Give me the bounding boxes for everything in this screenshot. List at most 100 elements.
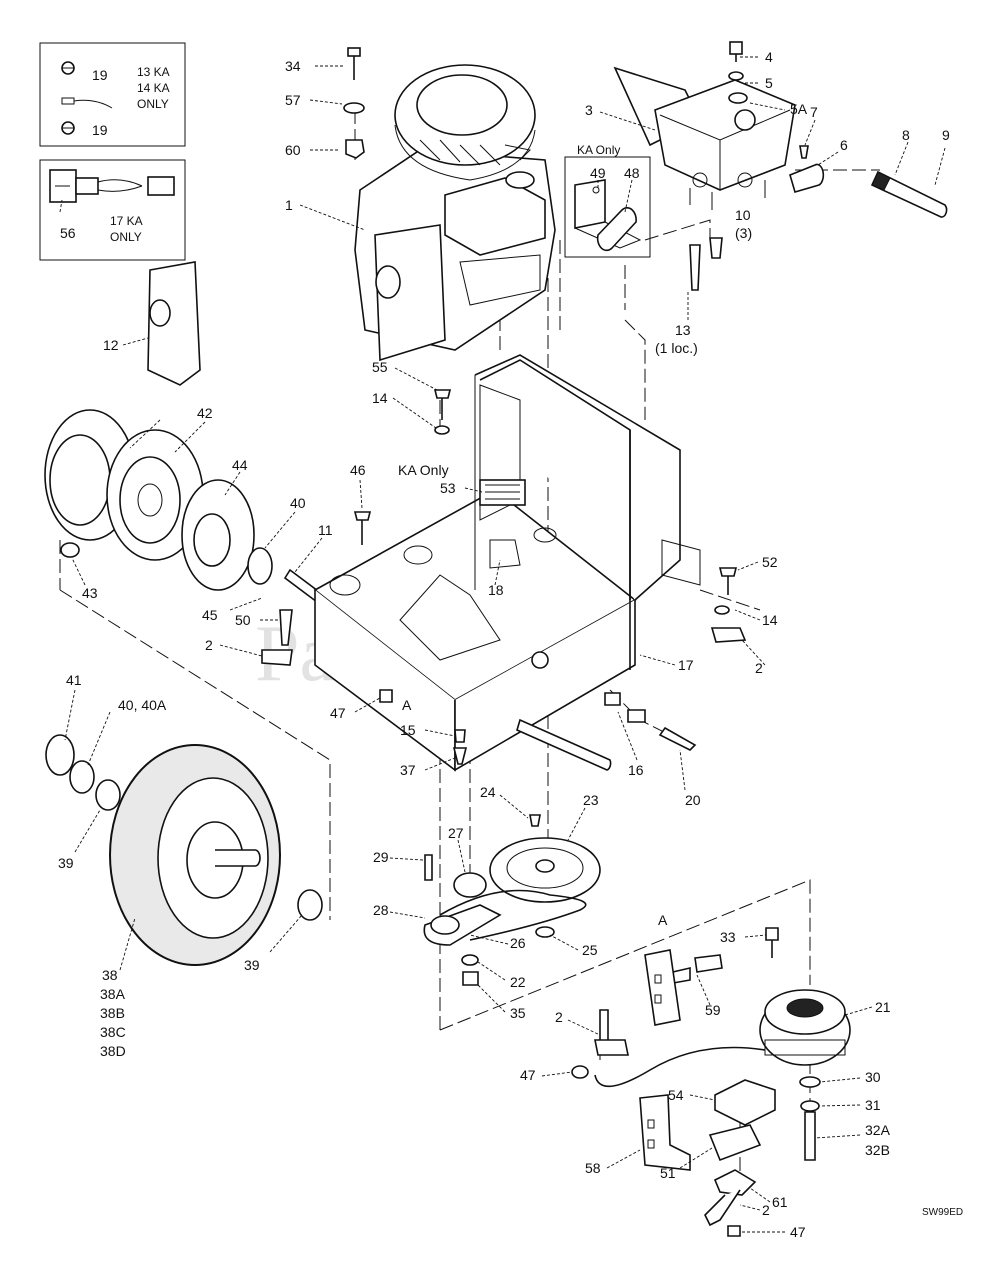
drive-shaft bbox=[870, 170, 948, 218]
belt bbox=[439, 889, 587, 941]
callout-48: 48 bbox=[624, 165, 640, 181]
inset-connector-box: 17 KA ONLY bbox=[39, 159, 186, 261]
callout-7: 7 bbox=[810, 104, 818, 120]
callout-2a: 2 bbox=[205, 637, 213, 653]
inset-wire-line3: ONLY bbox=[137, 97, 169, 111]
callout-17: 17 bbox=[678, 657, 694, 673]
callout-2b: 2 bbox=[755, 660, 763, 676]
callout-19a: 19 bbox=[92, 67, 108, 83]
callout-6: 6 bbox=[840, 137, 848, 153]
callout-25: 25 bbox=[582, 942, 598, 958]
callout-5a: 5A bbox=[790, 101, 808, 117]
transmission bbox=[613, 66, 796, 210]
callout-14b: 14 bbox=[762, 612, 778, 628]
inset-wire-line2: 14 KA bbox=[137, 81, 170, 95]
callout-59: 59 bbox=[705, 1002, 721, 1018]
callout-40-40a: 40, 40A bbox=[118, 697, 167, 713]
clutch bbox=[594, 927, 851, 1161]
callout-10: 10 bbox=[735, 207, 751, 223]
callout-46: 46 bbox=[350, 462, 366, 478]
callout-61: 61 bbox=[772, 1194, 788, 1210]
callout-34: 34 bbox=[285, 58, 301, 74]
callout-13-loc: (1 loc.) bbox=[655, 340, 698, 356]
callout-11: 11 bbox=[318, 522, 333, 538]
callout-53: 53 bbox=[440, 480, 456, 496]
engine bbox=[354, 64, 556, 362]
callout-41: 41 bbox=[66, 672, 82, 688]
callout-18: 18 bbox=[488, 582, 504, 598]
wheel bbox=[45, 734, 323, 966]
drive-pulley bbox=[489, 837, 601, 903]
pulley-sleeve bbox=[789, 163, 825, 193]
callout-57: 57 bbox=[285, 92, 301, 108]
callout-27: 27 bbox=[448, 825, 464, 841]
inset-connector-line1: 17 KA bbox=[110, 214, 143, 228]
inset-ka-only-box: KA Only bbox=[564, 143, 651, 258]
top-hardware bbox=[343, 41, 809, 291]
callout-10-qty: (3) bbox=[735, 225, 752, 241]
inset-wire-box: 13 KA 14 KA ONLY bbox=[39, 42, 186, 147]
callout-39a: 39 bbox=[58, 855, 74, 871]
callout-1: 1 bbox=[285, 197, 293, 213]
callout-40: 40 bbox=[290, 495, 306, 511]
callout-a1: A bbox=[402, 697, 412, 713]
callout-50: 50 bbox=[235, 612, 251, 628]
inset-connector-line2: ONLY bbox=[110, 230, 142, 244]
callout-24: 24 bbox=[480, 784, 496, 800]
callout-49: 49 bbox=[590, 165, 606, 181]
callout-4: 4 bbox=[765, 49, 773, 65]
callout-38d: 38D bbox=[100, 1043, 126, 1059]
leader-lines bbox=[59, 56, 946, 1233]
callout-26: 26 bbox=[510, 935, 526, 951]
inset-wire-line1: 13 KA bbox=[137, 65, 170, 79]
frame-hardware bbox=[261, 389, 747, 765]
callout-2c: 2 bbox=[555, 1009, 563, 1025]
callout-12: 12 bbox=[103, 337, 119, 353]
callout-29: 29 bbox=[373, 849, 389, 865]
callout-38b: 38B bbox=[100, 1005, 125, 1021]
callout-a2: A bbox=[658, 912, 668, 928]
callout-31: 31 bbox=[865, 1097, 881, 1113]
drawing-code: SW99ED bbox=[922, 1207, 963, 1218]
pulley-group bbox=[44, 409, 332, 610]
callout-20: 20 bbox=[685, 792, 701, 808]
callout-30: 30 bbox=[865, 1069, 881, 1085]
callout-39b: 39 bbox=[244, 957, 260, 973]
cover-12 bbox=[147, 261, 201, 386]
callout-38c: 38C bbox=[100, 1024, 126, 1040]
callout-37: 37 bbox=[400, 762, 416, 778]
callout-58: 58 bbox=[585, 1160, 601, 1176]
callout-23: 23 bbox=[583, 792, 599, 808]
callout-28: 28 bbox=[373, 902, 389, 918]
callout-38: 38 bbox=[102, 967, 118, 983]
callout-15: 15 bbox=[400, 722, 416, 738]
callout-47c: 47 bbox=[790, 1224, 806, 1240]
callout-16: 16 bbox=[628, 762, 644, 778]
callout-5: 5 bbox=[765, 75, 773, 91]
callout-2d: 2 bbox=[762, 1202, 770, 1218]
callout-21: 21 bbox=[875, 999, 891, 1015]
callout-33: 33 bbox=[720, 929, 736, 945]
callout-13: 13 bbox=[675, 322, 691, 338]
callout-45: 45 bbox=[202, 607, 218, 623]
callout-43: 43 bbox=[82, 585, 98, 601]
callout-56: 56 bbox=[60, 225, 76, 241]
callout-38a: 38A bbox=[100, 986, 126, 1002]
callout-51: 51 bbox=[660, 1165, 676, 1181]
callout-47b: 47 bbox=[520, 1067, 536, 1083]
callout-47a: 47 bbox=[330, 705, 346, 721]
callout-19b: 19 bbox=[92, 122, 108, 138]
callout-labels: 34 57 60 1 19 19 56 4 5 5A 3 7 6 8 9 49 … bbox=[58, 49, 963, 1240]
callout-3: 3 bbox=[585, 102, 593, 118]
callout-ka-only-53: KA Only bbox=[398, 462, 449, 478]
frame bbox=[313, 354, 701, 772]
callout-54: 54 bbox=[668, 1087, 684, 1103]
callout-9: 9 bbox=[942, 127, 950, 143]
callout-52: 52 bbox=[762, 554, 778, 570]
bracket-assembly bbox=[571, 1009, 776, 1237]
callout-42: 42 bbox=[197, 405, 213, 421]
callout-32a: 32A bbox=[865, 1122, 891, 1138]
callout-44: 44 bbox=[232, 457, 248, 473]
callout-32b: 32B bbox=[865, 1142, 890, 1158]
